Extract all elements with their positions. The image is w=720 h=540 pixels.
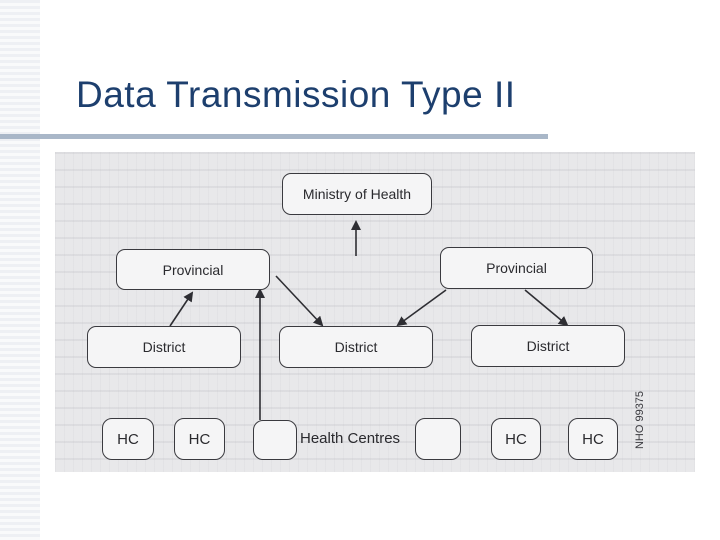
health-centre-2-label: HC <box>188 430 211 448</box>
provincial-right-label: Provincial <box>486 260 547 276</box>
arrow-provincial-right-to-district-center <box>396 289 447 327</box>
left-decorative-rule <box>0 0 40 540</box>
ministry-of-health-label: Ministry of Health <box>302 186 412 202</box>
district-center-label: District <box>334 339 378 355</box>
slide-title: Data Transmission Type II <box>76 74 516 115</box>
ministry-of-health-box: Ministry of Health <box>282 173 432 215</box>
provincial-left-label: Provincial <box>162 261 224 278</box>
district-right-label: District <box>526 338 570 354</box>
health-centre-box-5: HC <box>491 418 541 460</box>
district-left-box: District <box>87 326 241 368</box>
district-center-box: District <box>279 326 433 368</box>
district-left-label: District <box>142 339 186 355</box>
arrow-provincial-right-to-district-right <box>524 289 569 327</box>
health-centre-box-1: HC <box>102 418 154 460</box>
health-centre-3-label: HC <box>505 430 527 448</box>
health-centres-label: Health Centres <box>300 430 401 447</box>
arrow-district-left-to-provincial-left <box>169 291 194 327</box>
title-underline <box>0 134 548 139</box>
health-centre-box-3 <box>253 420 297 460</box>
health-centre-box-4 <box>415 418 461 460</box>
health-centre-box-6: HC <box>568 418 618 460</box>
catalogue-stamp: NHO 99375 <box>634 390 646 450</box>
health-centre-1-label: HC <box>117 430 139 448</box>
health-centre-4-label: HC <box>582 430 604 448</box>
provincial-left-box: Provincial <box>116 249 270 290</box>
provincial-right-box: Provincial <box>440 247 593 289</box>
health-centre-box-2: HC <box>174 418 225 460</box>
arrow-provincial-left-to-district-center <box>275 275 324 327</box>
district-right-box: District <box>471 325 625 367</box>
